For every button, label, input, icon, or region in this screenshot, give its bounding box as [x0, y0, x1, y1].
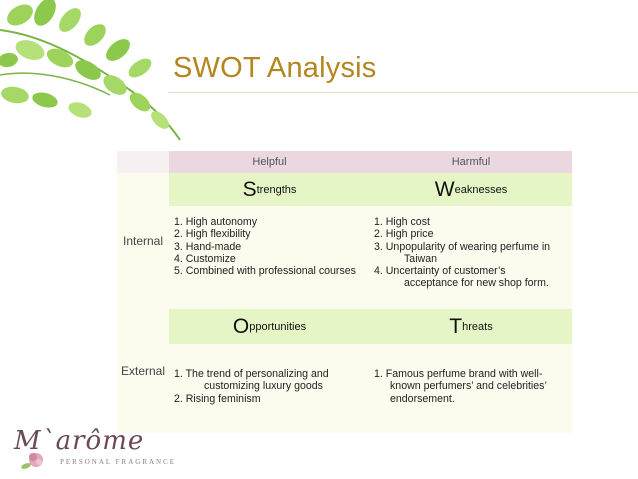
title-divider	[168, 92, 638, 93]
list-item: 2. Rising feminism	[174, 392, 261, 405]
brand-tagline: PERSONAL FRAGRANCE	[60, 458, 177, 466]
leaf-icon	[0, 0, 181, 141]
list-item: 2. High flexibility	[174, 228, 251, 241]
list-item: 4. Customize	[174, 252, 236, 265]
column-header-harmful: Harmful	[370, 151, 572, 173]
list-item: 3. Hand-made	[174, 240, 242, 253]
rose-logo-icon	[21, 453, 43, 469]
matrix-corner-cell	[117, 151, 169, 173]
list-item: 3. Unpopularity of wearing perfume in Ta…	[374, 240, 551, 265]
row-header-internal: Internal	[117, 173, 169, 309]
list-item: 1. High cost	[374, 216, 430, 228]
weaknesses-list: 1. High cost 2. High price 3. Unpopulari…	[370, 206, 572, 309]
list-item: 1. The trend of personalizing and custom…	[174, 368, 329, 393]
list-item: 5. Combined with professional courses	[174, 265, 356, 278]
threats-list: 1. Famous perfume brand with well-known …	[370, 344, 572, 433]
list-item: 1. Famous perfume brand with well-known …	[374, 368, 547, 405]
slide-title: SWOT Analysis	[173, 52, 377, 84]
row-header-external: External	[117, 309, 169, 433]
list-item: 1. High autonomy	[174, 216, 258, 228]
leaf-decoration	[0, 0, 181, 141]
opportunities-list: 1. The trend of personalizing and custom…	[169, 344, 370, 433]
list-item: 4. Uncertainty of customer’s acceptance …	[374, 265, 549, 290]
list-item: 2. High price	[374, 228, 434, 241]
column-header-helpful: Helpful	[169, 151, 370, 173]
strengths-list: 1. High autonomy 2. High flexibility 3. …	[169, 206, 370, 309]
brand-logo: M`arôme	[14, 426, 145, 456]
